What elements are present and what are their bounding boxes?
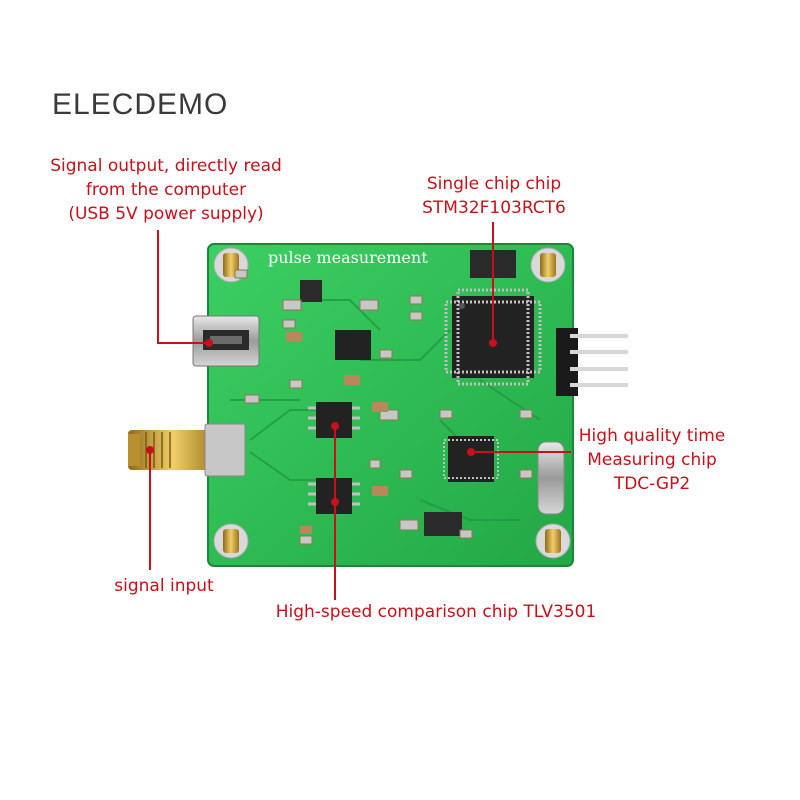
mounting-stud-br xyxy=(535,523,571,559)
brand-logo: ELECDEMO xyxy=(52,88,229,121)
label-usb-line3: (USB 5V power supply) xyxy=(68,204,264,224)
oscillator-chip-2 xyxy=(424,512,462,536)
pcb-board xyxy=(207,243,574,567)
label-usb-line2: from the computer xyxy=(85,180,247,200)
label-usb: Signal output, directly read from the co… xyxy=(36,154,296,226)
tdc-chip xyxy=(443,436,499,482)
label-mcu-line1: Single chip chip xyxy=(426,174,562,194)
label-tdc-line3: TDC-GP2 xyxy=(613,474,691,494)
crystal xyxy=(537,441,565,515)
label-usb-line1: Signal output, directly read xyxy=(50,156,282,176)
mounting-stud-tr xyxy=(530,247,566,283)
label-tdc: High quality time Measuring chip TDC-GP2 xyxy=(572,424,732,496)
passive-components xyxy=(234,269,533,545)
label-tdc-line2: Measuring chip xyxy=(587,450,717,470)
mounting-stud-bl xyxy=(213,523,249,559)
comparator-chip-top xyxy=(308,402,360,438)
capacitors xyxy=(286,332,388,534)
label-mcu-line2: STM32F103RCT6 xyxy=(422,198,566,218)
board-silkscreen-title: pulse measurement xyxy=(268,248,428,267)
label-signal-input: signal input xyxy=(114,576,214,596)
regulator-chip xyxy=(335,330,371,360)
small-chip xyxy=(300,280,322,302)
sma-connector xyxy=(128,423,246,477)
pin-header xyxy=(556,328,628,396)
label-mcu: Single chip chip STM32F103RCT6 xyxy=(414,172,574,220)
label-comparator: High-speed comparison chip TLV3501 xyxy=(275,602,597,622)
usb-connector xyxy=(192,315,260,367)
callout-lines xyxy=(146,222,571,600)
label-tdc-line1: High quality time xyxy=(578,426,726,446)
